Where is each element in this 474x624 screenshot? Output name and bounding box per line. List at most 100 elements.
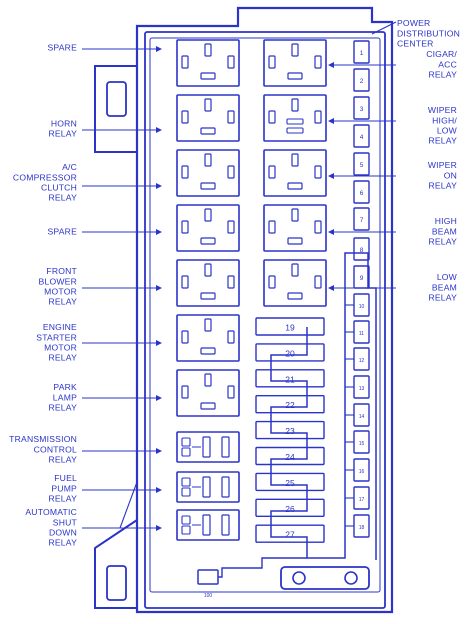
label-line: MOTOR bbox=[44, 343, 77, 353]
label-line: LAMP bbox=[53, 392, 77, 402]
label-line: RELAY bbox=[428, 136, 457, 146]
relay-spare-2 bbox=[176, 204, 240, 252]
maxi-fuse-25: 25 bbox=[255, 472, 325, 492]
mini-fuse-10: 10 bbox=[353, 293, 370, 317]
maxi-fuse-label: 24 bbox=[285, 452, 295, 462]
mini-fuse-label: 13 bbox=[359, 386, 365, 392]
mini-fuse-label: 10 bbox=[359, 304, 365, 310]
label-spare-2: SPARE bbox=[48, 226, 77, 236]
relay-engine-starter-motor bbox=[176, 314, 240, 362]
relay-horn bbox=[176, 94, 240, 142]
label-line: BEAM bbox=[432, 226, 457, 236]
maxi-fuse-26: 26 bbox=[255, 498, 325, 517]
label-line: CONTROL bbox=[34, 444, 77, 454]
leader-spare-2 bbox=[82, 229, 162, 235]
leader-wiper-on-relay bbox=[328, 173, 396, 179]
relay-array bbox=[176, 39, 327, 541]
mini-fuse-18: 18 bbox=[353, 514, 370, 538]
relay-automatic-shut-down bbox=[176, 509, 240, 541]
mini-fuse-label: 6 bbox=[360, 190, 364, 197]
label-line: RELAY bbox=[48, 193, 77, 203]
label-line: LOW bbox=[437, 272, 458, 282]
leader-cigar-acc-relay bbox=[328, 62, 396, 68]
leader-low-beam-relay bbox=[328, 285, 396, 291]
label-line: DISTRIBUTION bbox=[397, 28, 460, 38]
mini-fuse-label: 16 bbox=[359, 469, 365, 475]
mini-fuse-5: 5 bbox=[353, 152, 370, 176]
relay-low-beam bbox=[263, 259, 327, 307]
maxi-fuse-24: 24 bbox=[255, 446, 325, 466]
maxi-fuse-label: 22 bbox=[285, 400, 295, 410]
relay-wiper-high-low bbox=[263, 94, 327, 142]
label-line: ON bbox=[444, 170, 457, 180]
mini-fuse-label: 8 bbox=[360, 247, 364, 254]
label-line: SPARE bbox=[48, 42, 78, 52]
label-line: POWER bbox=[397, 18, 430, 28]
maxi-fuse-22: 22 bbox=[255, 395, 325, 414]
label-line: RELAY bbox=[48, 403, 77, 413]
inner-panel bbox=[144, 31, 386, 609]
mini-fuse-16: 16 bbox=[353, 458, 370, 482]
label-line: RELAY bbox=[48, 129, 77, 139]
label-line: CENTER bbox=[397, 39, 434, 49]
mini-fuse-label: 2 bbox=[360, 78, 364, 85]
label-line: AUTOMATIC bbox=[25, 507, 77, 517]
maxi-fuse-27: 27 bbox=[255, 524, 325, 543]
fuse-bus-wire bbox=[270, 252, 377, 560]
mini-fuse-13: 13 bbox=[353, 375, 370, 399]
left-upper-tab bbox=[94, 65, 137, 153]
inner-panel-line bbox=[149, 37, 381, 593]
labels: SPAREHORNRELAYA/CCOMPRESSORCLUTCHRELAYSP… bbox=[9, 18, 460, 548]
maxi-fuse-21: 21 bbox=[255, 369, 325, 388]
label-line: LOW bbox=[437, 126, 458, 136]
mini-fuse-3: 3 bbox=[353, 96, 370, 120]
mini-fuse-label: 7 bbox=[360, 217, 364, 224]
maxi-fuse-label: 25 bbox=[285, 478, 295, 488]
mini-fuse-label: 1 bbox=[360, 50, 364, 57]
label-line: HIGH/ bbox=[432, 115, 457, 125]
maxi-fuse-20: 20 bbox=[255, 343, 325, 362]
relay-front-blower-motor bbox=[176, 259, 240, 307]
leader-park-lamp-relay bbox=[82, 395, 162, 401]
mounting-bolt-right bbox=[344, 571, 358, 585]
label-line: RELAY bbox=[48, 455, 77, 465]
label-line: FUEL bbox=[54, 473, 77, 483]
label-line: CLUTCH bbox=[41, 183, 77, 193]
relay-ac-compressor-clutch bbox=[176, 149, 240, 197]
leader-fuel-pump-relay bbox=[82, 487, 162, 493]
mini-fuse-11: 11 bbox=[353, 320, 370, 344]
left-upper-tab-slot bbox=[106, 81, 127, 117]
mini-fuse-2: 2 bbox=[353, 68, 370, 92]
mini-fuse-label: 9 bbox=[360, 275, 364, 282]
maxi-fuse-label: 27 bbox=[285, 530, 295, 540]
leader-shut-down-diag bbox=[119, 481, 138, 529]
mini-fuse-label: 5 bbox=[360, 162, 364, 169]
mini-fuse-8: 8 bbox=[353, 237, 370, 261]
leader-wiper-high-low-relay bbox=[328, 118, 396, 124]
left-lower-tab bbox=[94, 519, 138, 609]
label-line: CIGAR/ bbox=[426, 49, 457, 59]
label-line: RELAY bbox=[428, 181, 457, 191]
mini-fuse-14: 14 bbox=[353, 403, 370, 427]
label-line: WIPER bbox=[428, 160, 457, 170]
mini-fuse-7: 7 bbox=[353, 207, 370, 231]
wiring bbox=[218, 252, 377, 578]
relay-park-lamp bbox=[176, 369, 240, 417]
mini-fuse-label: 11 bbox=[359, 331, 364, 337]
label-line: RELAY bbox=[48, 353, 77, 363]
label-line: RELAY bbox=[428, 293, 457, 303]
label-line: RELAY bbox=[48, 494, 77, 504]
label-line: A/C bbox=[62, 162, 77, 172]
label-line: RELAY bbox=[428, 237, 457, 247]
mini-fuse-17: 17 bbox=[353, 486, 370, 510]
